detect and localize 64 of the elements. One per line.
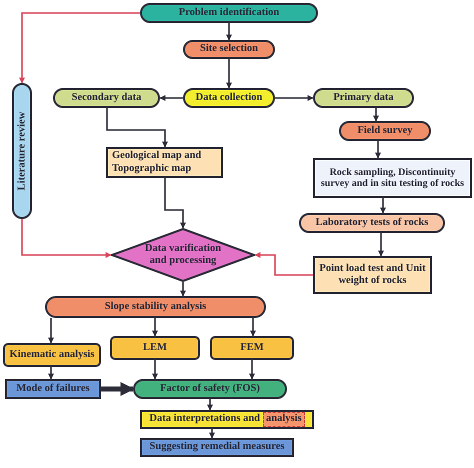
arrow (19, 12, 140, 84)
process-box (45, 296, 266, 318)
node-text: Problem identification (178, 6, 280, 20)
process-box (133, 379, 287, 399)
node-text: FEM (240, 342, 264, 354)
node-text: Mode of failures (16, 382, 90, 396)
process-box (53, 88, 160, 108)
arrow (226, 23, 232, 41)
process-box (5, 379, 101, 399)
arrow (249, 360, 255, 380)
process-box (110, 336, 200, 360)
process-box (140, 438, 294, 457)
arrow (226, 59, 232, 89)
arrow (207, 399, 213, 411)
node-text: Data varification and processing (144, 242, 222, 268)
node-text: Suggesting remedial measures (150, 441, 284, 454)
arrow (180, 282, 186, 297)
node-text: LEM (143, 342, 167, 354)
arrow (254, 252, 313, 276)
process-box (183, 88, 275, 108)
node-text: Factor of safety (FOS) (160, 382, 260, 396)
arrow (250, 318, 256, 337)
node-text: Site selection (200, 43, 258, 56)
arrow (373, 108, 379, 122)
process-box (313, 256, 432, 294)
process-box (183, 40, 275, 59)
node-text: Kinematic analysis (10, 348, 94, 362)
process-box (339, 121, 431, 141)
arrow (275, 95, 314, 101)
process-box (12, 83, 32, 219)
node-text: Slope stability analysis (104, 300, 206, 314)
arrow (375, 141, 381, 159)
process-box (106, 147, 223, 178)
arrow (164, 178, 186, 229)
node-text: Point load test and Unit weight of rocks (319, 262, 426, 288)
arrow (380, 198, 386, 214)
node-text: Secondary data (72, 92, 142, 104)
process-box (3, 343, 101, 367)
arrow (152, 360, 158, 380)
arrow (106, 108, 168, 148)
arrow (48, 318, 54, 344)
process-box (210, 336, 294, 360)
process-box (299, 213, 445, 233)
arrow (209, 429, 215, 439)
process-box (140, 3, 318, 23)
arrow (21, 219, 112, 258)
node-text: Rock sampling, Discontinuity survey and in situ testing of rocks (320, 166, 466, 190)
process-box (313, 158, 472, 198)
node-text: Data collection (196, 92, 262, 104)
process-box (140, 410, 314, 429)
decision-diamond (111, 228, 255, 282)
node-text: Literature review (16, 112, 28, 190)
node-text: Laboratory tests of rocks (316, 216, 428, 230)
process-box (313, 88, 414, 108)
arrow (159, 95, 183, 101)
node-text: Primary data (333, 92, 394, 104)
arrow (101, 382, 134, 396)
highlighted-text: analysis (263, 412, 305, 427)
node-text: Data interpretations and (149, 413, 260, 426)
node-text: Geological map and Topographic map (112, 150, 202, 175)
arrow (152, 318, 158, 337)
arrow (378, 233, 384, 257)
arrow (48, 367, 54, 380)
node-text: Field survey (357, 124, 413, 138)
